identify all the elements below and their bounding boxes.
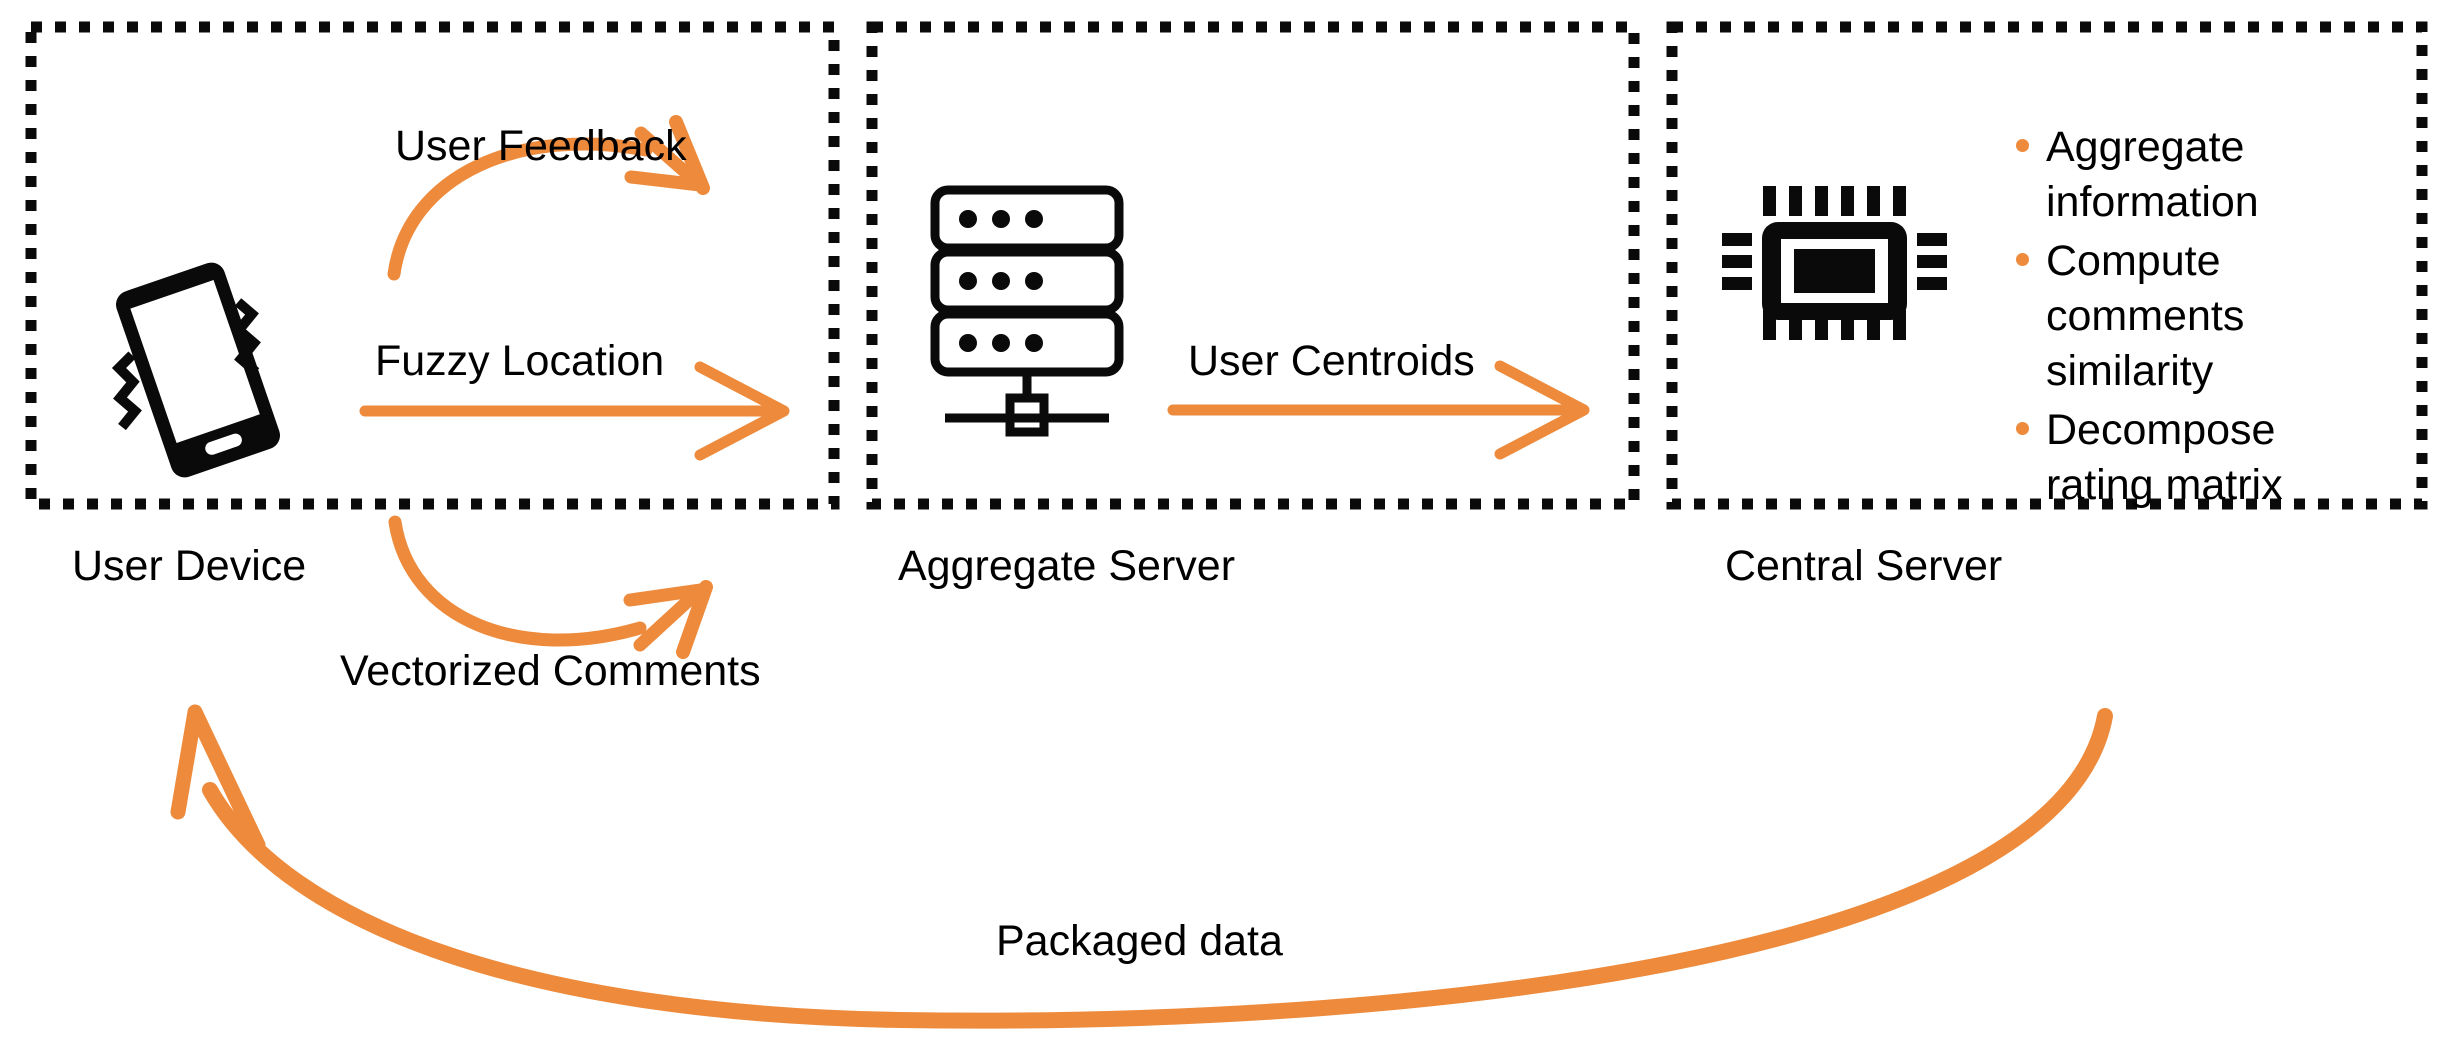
arrow-user-centroids-head — [1494, 360, 1590, 460]
server-indicator-dots-icon — [959, 210, 1043, 352]
list-item: Decompose rating matrix — [2010, 403, 2310, 513]
arrow-vectorized-comments-head — [623, 583, 707, 652]
cpu-chip-icon — [1722, 186, 1947, 340]
box-user-device — [25, 21, 840, 510]
vibration-lines-icon — [111, 298, 261, 431]
arrow-packaged-data-head — [170, 704, 266, 853]
edge-label-fuzzy-location: Fuzzy Location — [375, 337, 665, 385]
edge-label-user-feedback: User Feedback — [395, 122, 687, 170]
caption-user-device: User Device — [72, 542, 307, 590]
list-item: Compute comments similarity — [2010, 234, 2310, 399]
arrow-vectorized-comments — [388, 515, 647, 647]
central-server-task-list: Aggregate information Compute comments s… — [2010, 120, 2310, 517]
arrow-fuzzy-location-head — [694, 361, 790, 461]
smartphone-icon — [115, 262, 281, 478]
arrow-user-feedback-head — [624, 126, 707, 192]
box-aggregate-server — [866, 21, 1640, 510]
server-stack-icon — [930, 185, 1124, 437]
list-item: Aggregate information — [2010, 120, 2310, 230]
edge-label-vectorized-comments: Vectorized Comments — [340, 647, 761, 695]
caption-central-server: Central Server — [1725, 542, 2003, 590]
box-central-server — [1666, 21, 2428, 510]
arrow-packaged-data — [202, 708, 2113, 1029]
arrow-user-feedback — [387, 137, 653, 281]
edge-label-packaged-data: Packaged data — [996, 917, 1283, 965]
edge-label-user-centroids: User Centroids — [1188, 337, 1475, 385]
caption-aggregate-server: Aggregate Server — [898, 542, 1236, 590]
